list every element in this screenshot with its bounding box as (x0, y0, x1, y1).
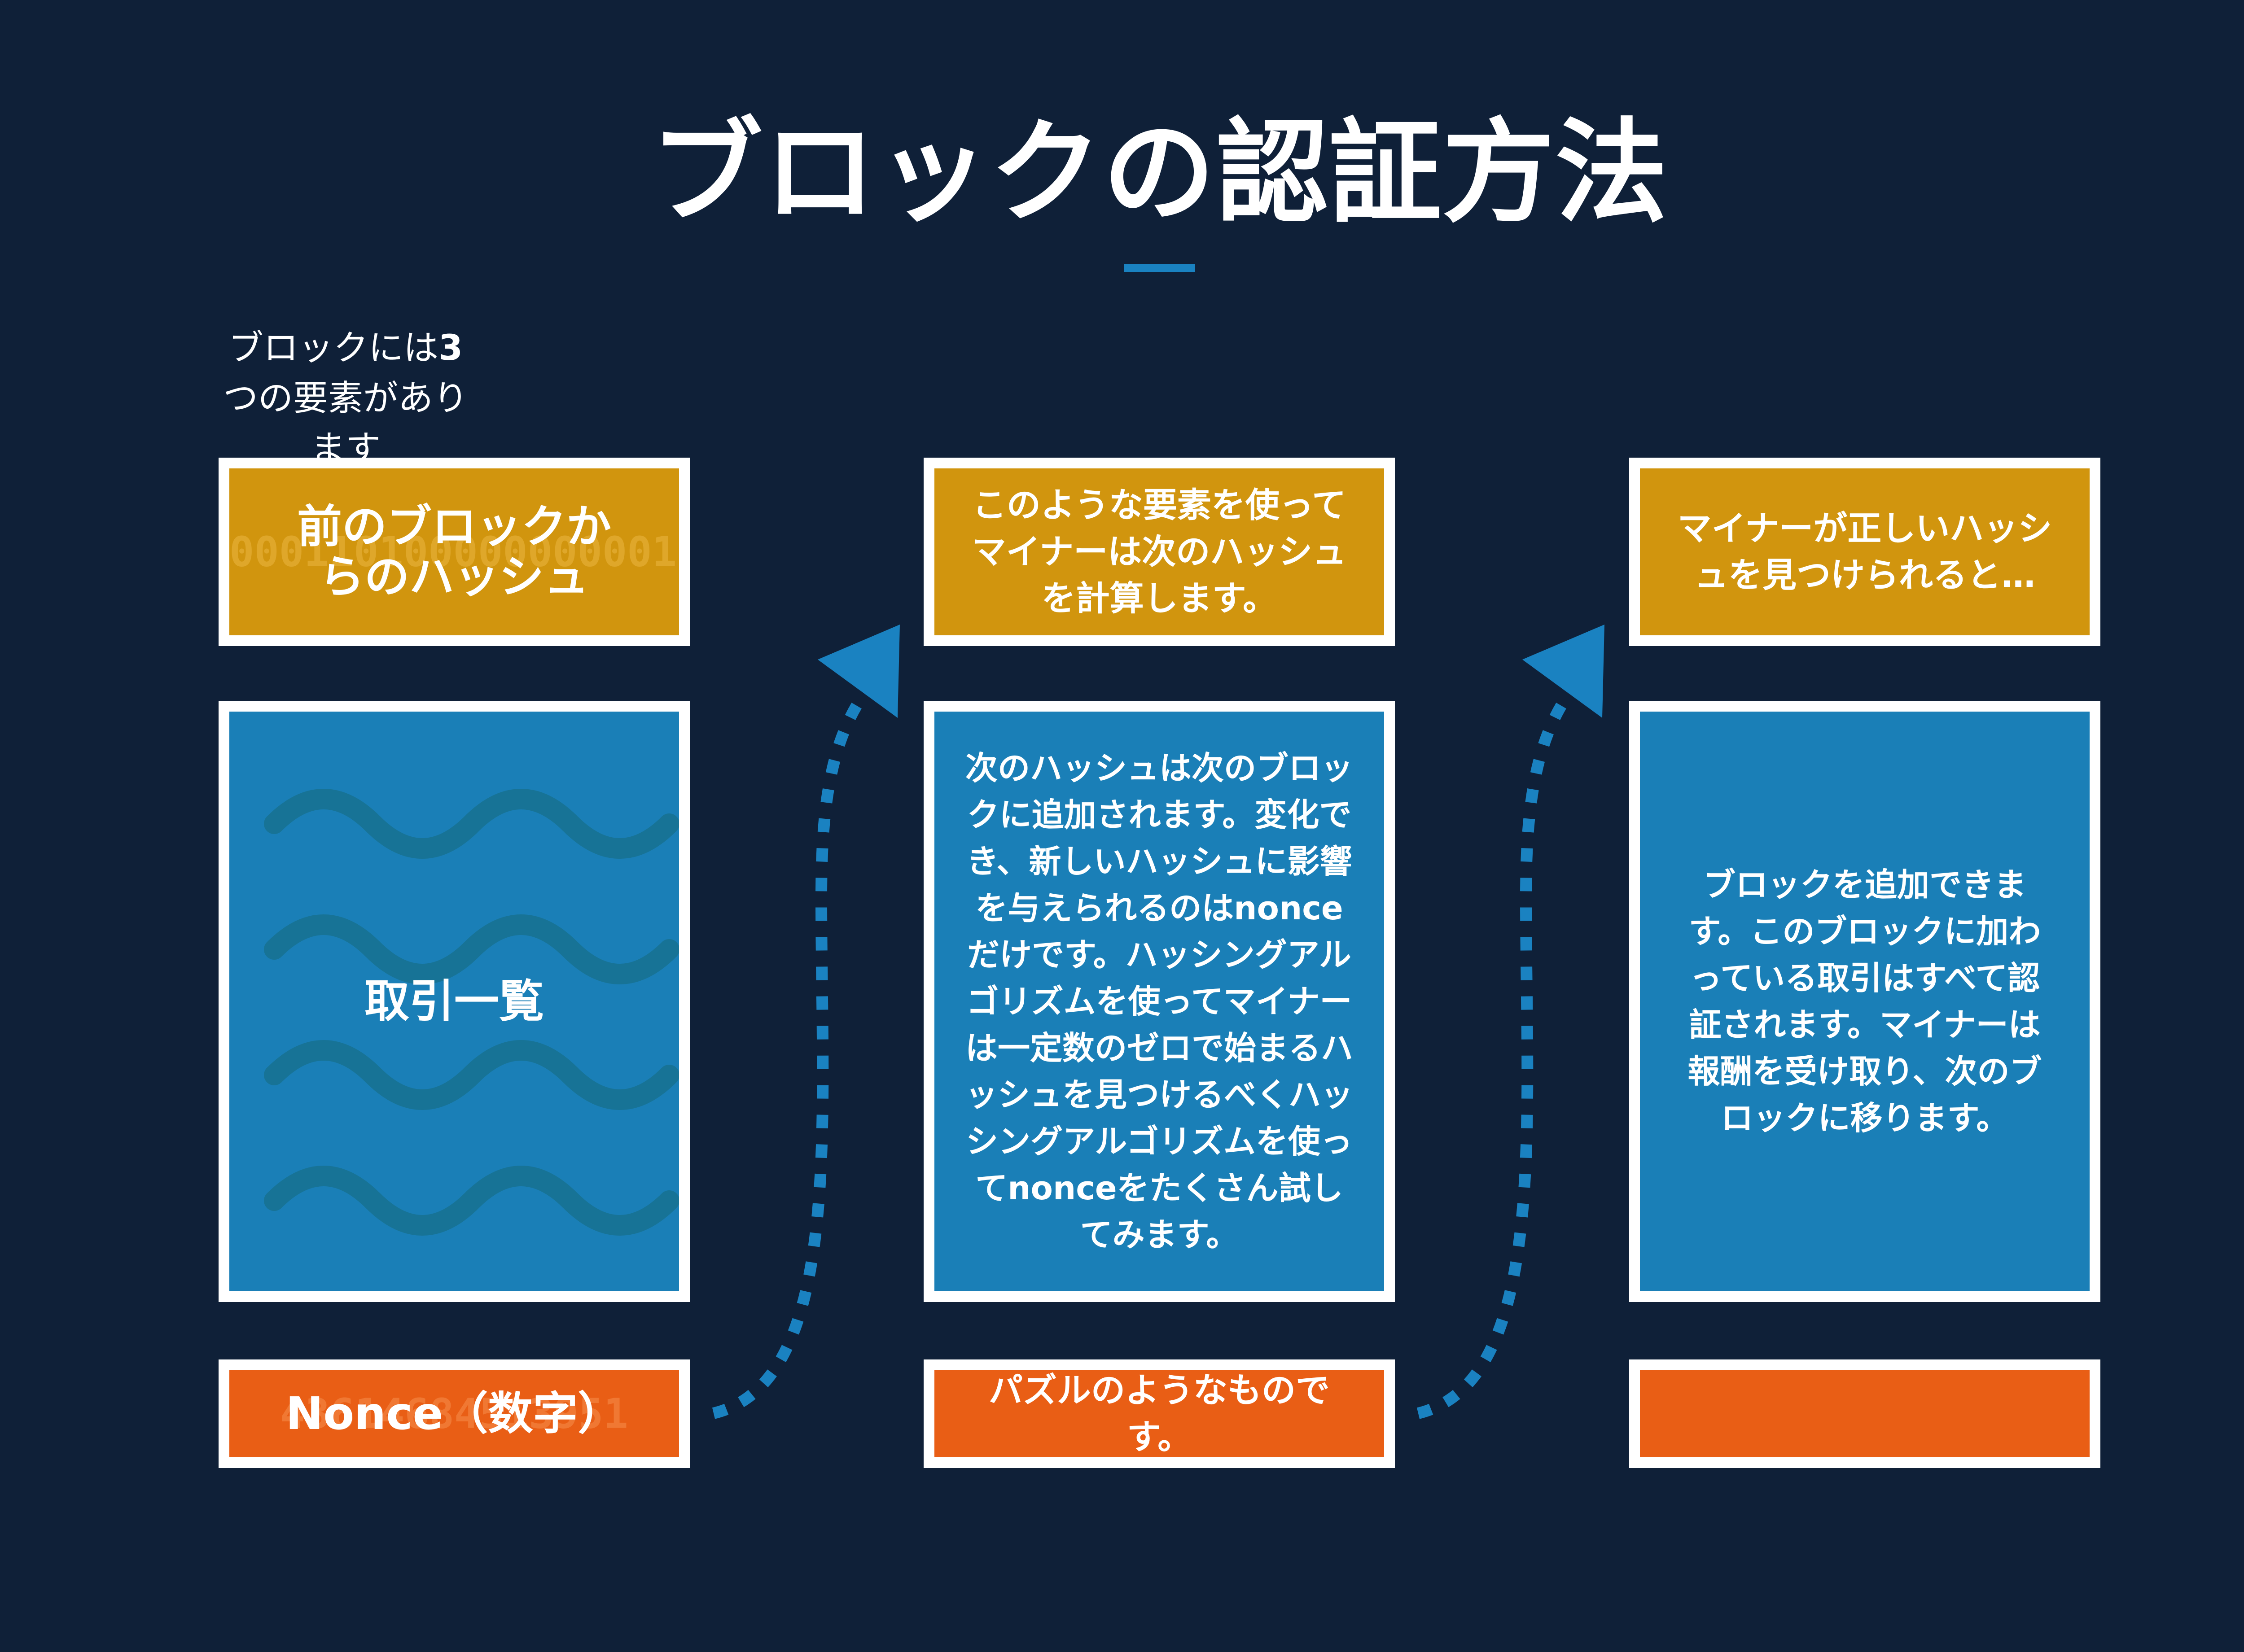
puzzle-text: パズルのようなものです。 (989, 1370, 1330, 1457)
nonce-label: Nonce（数字） (285, 1387, 623, 1440)
arrow-connector-2 (1416, 625, 1604, 1419)
next-hash-text: 次のハッシュは次のブロックに追加されます。変化でき、新しいハッシュに影響を与えら… (965, 749, 1353, 1254)
hash-binary-background: 00011010000000000100011 (229, 528, 679, 576)
transactions-label: 取引一覧 (364, 975, 544, 1027)
intro-number: 3 (438, 328, 463, 368)
previous-hash-box: 00011010000000000100011 前のブロックからのハッシュ (219, 458, 690, 646)
intro-text: ブロックには3つの要素があります (211, 323, 480, 474)
nonce-box: 43614684513951 Nonce（数字） (219, 1359, 690, 1468)
next-hash-box: 次のハッシュは次のブロックに追加されます。変化でき、新しいハッシュに影響を与えら… (924, 701, 1395, 1302)
correct-hash-text: マイナーが正しいハッシュを見つけられると… (1677, 508, 2052, 595)
arrow-connector-1 (712, 625, 900, 1419)
arrow-head-icon (1522, 625, 1604, 718)
add-block-box: ブロックを追加できます。このブロックに加わっている取引はすべて認証されます。マイ… (1629, 701, 2100, 1302)
arrow-head-icon (818, 625, 900, 718)
empty-orange-box (1629, 1359, 2100, 1468)
transactions-box: 取引一覧 (219, 701, 690, 1302)
previous-hash-label: 前のブロックからのハッシュ (297, 500, 611, 603)
page-title: ブロックの認証方法 (650, 107, 1669, 238)
nonce-digits-background: 43614684513951 (280, 1390, 628, 1438)
compute-hash-box: このような要素を使ってマイナーは次のハッシュを計算します。 (924, 458, 1395, 646)
puzzle-box: パズルのようなものです。 (924, 1359, 1395, 1468)
compute-hash-text: このような要素を使ってマイナーは次のハッシュを計算します。 (972, 485, 1347, 618)
title-underline (1124, 264, 1195, 272)
wave-pattern-icon (264, 789, 679, 1236)
intro-text-before: ブロックには (228, 328, 438, 368)
add-block-text: ブロックを追加できます。このブロックに加わっている取引はすべて認証されます。マイ… (1687, 866, 2042, 1137)
correct-hash-box: マイナーが正しいハッシュを見つけられると… (1629, 458, 2100, 646)
